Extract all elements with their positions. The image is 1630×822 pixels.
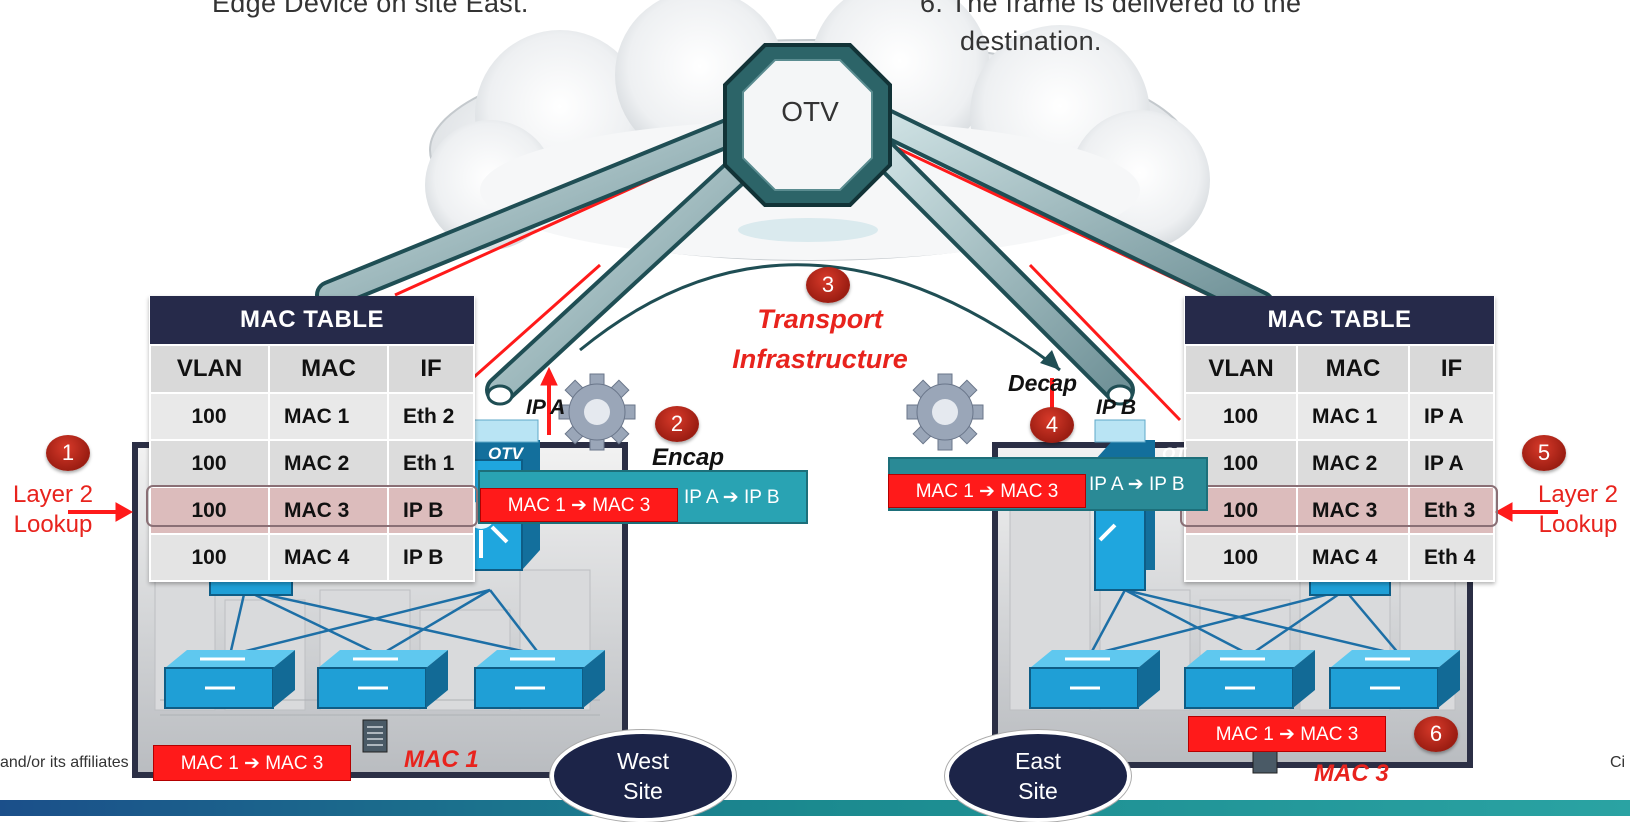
footer-band	[0, 800, 1630, 816]
caption-top-left: Edge Device on site East.	[212, 0, 529, 18]
east-host-frame: MAC 1 ➔ MAC 3	[1188, 716, 1386, 752]
table-row: 100 MAC 1 Eth 2	[149, 392, 475, 441]
footer-left-text: and/or its affiliates	[0, 754, 129, 771]
east-lookup-line2: Lookup	[1538, 511, 1618, 538]
west-host-mac: MAC 1	[404, 746, 479, 773]
table-cell: 100	[149, 439, 270, 488]
table-row: 100 MAC 1 IP A	[1184, 392, 1495, 441]
step-2-badge: 2	[655, 406, 699, 442]
table-cell: 100	[149, 392, 270, 441]
caption-top-right-line1: 6. The frame is delivered to the	[920, 0, 1302, 18]
west-header-mac: MAC	[268, 344, 389, 394]
west-layer2-lookup-label: Layer 2 Lookup	[8, 480, 98, 540]
table-cell: Eth 4	[1408, 533, 1495, 582]
table-row: 100 MAC 4 Eth 4	[1184, 533, 1495, 582]
step-6-badge: 6	[1414, 716, 1458, 752]
west-lookup-line1: Layer 2	[12, 481, 94, 508]
table-cell: IP B	[387, 533, 475, 582]
caption-top-right-line2: destination.	[960, 26, 1102, 56]
west-mac-table-title: MAC TABLE	[150, 296, 474, 345]
east-packet-ip: IP A ➔ IP B	[1089, 474, 1185, 495]
west-mac-table: MAC TABLE VLAN MAC IF 100 MAC 1 Eth 2 10…	[149, 296, 475, 582]
table-cell: MAC 1	[268, 392, 389, 441]
west-ip-label: IP A	[526, 396, 566, 419]
west-site-line2: Site	[623, 778, 663, 804]
otv-tunnels	[315, 105, 1275, 406]
transport-arrow	[579, 263, 1061, 372]
east-site-line2: Site	[1018, 778, 1058, 804]
east-site-label: East Site	[945, 730, 1131, 822]
west-site-line1: West	[617, 748, 669, 774]
east-packet-frame: MAC 1 ➔ MAC 3	[888, 474, 1086, 508]
decap-gear-icon	[906, 373, 984, 451]
table-row: 100 MAC 2 IP A	[1184, 439, 1495, 488]
east-header-mac: MAC	[1296, 344, 1410, 394]
west-header-if: IF	[387, 344, 475, 394]
otv-octagon-icon	[723, 43, 892, 242]
east-header-if: IF	[1408, 344, 1495, 394]
east-mac-table: MAC TABLE VLAN MAC IF 100 MAC 1 IP A 100…	[1184, 296, 1495, 582]
west-packet-frame: MAC 1 ➔ MAC 3	[480, 488, 678, 522]
step-3-badge: 3	[806, 267, 850, 303]
access-switches	[164, 650, 1460, 709]
west-site-label: West Site	[550, 730, 736, 822]
table-cell: MAC 1	[1296, 392, 1410, 441]
west-header-vlan: VLAN	[149, 344, 270, 394]
east-mac-table-title: MAC TABLE	[1185, 296, 1494, 345]
table-cell: 100	[149, 533, 270, 582]
east-header-vlan: VLAN	[1184, 344, 1298, 394]
west-lookup-line2: Lookup	[13, 511, 93, 538]
table-cell: IP A	[1408, 439, 1495, 488]
table-cell: 100	[1184, 392, 1298, 441]
step-1-badge: 1	[46, 435, 90, 471]
step-4-badge: 4	[1030, 407, 1074, 443]
table-cell: MAC 2	[268, 439, 389, 488]
table-cell: Eth 2	[387, 392, 475, 441]
table-cell: IP A	[1408, 392, 1495, 441]
table-cell: 100	[1184, 533, 1298, 582]
transport-label-line2: Infrastructure	[732, 344, 908, 374]
table-cell: Eth 1	[387, 439, 475, 488]
east-host-mac: MAC 3	[1314, 760, 1389, 787]
west-lookup-highlight	[146, 485, 478, 527]
encap-gear-icon	[558, 373, 636, 451]
table-cell: MAC 3	[268, 486, 389, 535]
west-otv-tag: OTV	[488, 444, 523, 463]
table-cell: MAC 4	[1296, 533, 1410, 582]
table-row: 100 MAC 2 Eth 1	[149, 439, 475, 488]
switch-links	[228, 588, 1401, 657]
host-servers	[362, 719, 1278, 774]
otv-label: OTV	[781, 96, 839, 127]
west-packet-ip: IP A ➔ IP B	[684, 487, 780, 508]
west-host-frame: MAC 1 ➔ MAC 3	[153, 745, 351, 781]
east-layer2-lookup-label: Layer 2 Lookup	[1530, 480, 1626, 540]
east-lookup-line1: Layer 2	[1537, 481, 1619, 508]
east-ip-label: IP B	[1096, 396, 1137, 419]
footer-right-text: Ci	[1610, 754, 1626, 771]
table-cell: MAC 2	[1296, 439, 1410, 488]
east-site-line1: East	[1014, 748, 1062, 774]
decap-label: Decap	[1008, 370, 1078, 396]
step-5-badge: 5	[1522, 435, 1566, 471]
encap-label: Encap	[652, 444, 725, 471]
east-lookup-highlight	[1180, 485, 1498, 527]
table-cell: MAC 4	[268, 533, 389, 582]
transport-label-line1: Transport	[757, 304, 883, 334]
table-row: 100 MAC 4 IP B	[149, 533, 475, 582]
